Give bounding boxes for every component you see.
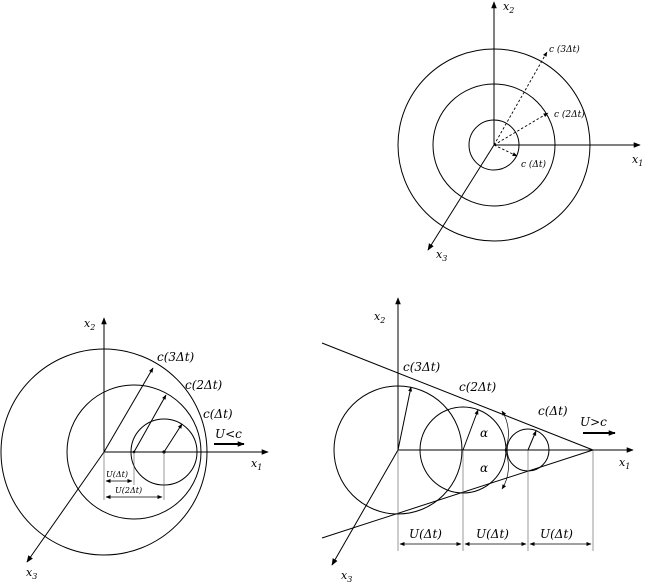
radius-2dt [463, 410, 478, 450]
angle-label-upper: α [480, 426, 488, 440]
radius-dt [164, 424, 182, 452]
axis-x2-label: x2 [84, 317, 95, 332]
dim-label-3: U(Δt) [540, 527, 573, 541]
angle-label-lower: α [480, 461, 488, 475]
label-c-2dt: c(2Δt) [185, 378, 223, 392]
velocity-label: U<c [215, 427, 242, 441]
label-c-2dt: c(2Δt) [459, 380, 497, 394]
radius-dt [494, 145, 517, 156]
axis-x1-label: x1 [619, 456, 630, 471]
panel-supersonic-source: x1 x2 x3 c(3Δt) c(2Δt) c(Δt) U>c α α U(Δ… [322, 298, 633, 584]
panel-stationary-source: x1 x2 x3 c (3Δt) c (2Δt) c (Δt) [398, 0, 643, 263]
mach-cone-lower [322, 450, 593, 538]
label-c-dt: c(Δt) [538, 404, 568, 418]
radius-3dt [104, 368, 153, 452]
dim-label-2: U(Δt) [476, 527, 509, 541]
label-c-2dt: c (2Δt) [554, 109, 585, 120]
axis-x1-label: x1 [251, 457, 262, 472]
label-c-dt: c (Δt) [521, 159, 547, 170]
radius-3dt [398, 387, 411, 450]
axis-x3 [27, 452, 104, 562]
axis-x3-label: x3 [436, 248, 447, 263]
label-c-3dt: c (3Δt) [549, 44, 580, 55]
axis-x3-label: x3 [341, 569, 352, 584]
radius-dt [528, 431, 536, 450]
label-c-3dt: c(3Δt) [157, 350, 195, 364]
dim-label-u-2dt: U(2Δt) [115, 486, 142, 495]
axis-x3-label: x3 [26, 566, 37, 581]
axis-x1-label: x1 [632, 153, 643, 168]
label-c-dt: c(Δt) [203, 407, 233, 421]
velocity-label: U>c [580, 415, 607, 429]
panel-subsonic-source: x1 x2 x3 c(3Δt) c(2Δt) c(Δt) U<c U(Δt) U… [1, 317, 268, 581]
label-c-3dt: c(3Δt) [403, 360, 441, 374]
axis-x3 [332, 450, 398, 565]
radius-3dt [494, 52, 547, 145]
dim-label-u-dt: U(Δt) [106, 470, 128, 479]
axis-x2-label: x2 [503, 0, 514, 15]
dim-label-1: U(Δt) [409, 527, 442, 541]
axis-x3 [428, 145, 494, 250]
radius-2dt [494, 113, 548, 145]
axis-x2-label: x2 [374, 310, 385, 325]
radius-2dt [134, 395, 166, 452]
